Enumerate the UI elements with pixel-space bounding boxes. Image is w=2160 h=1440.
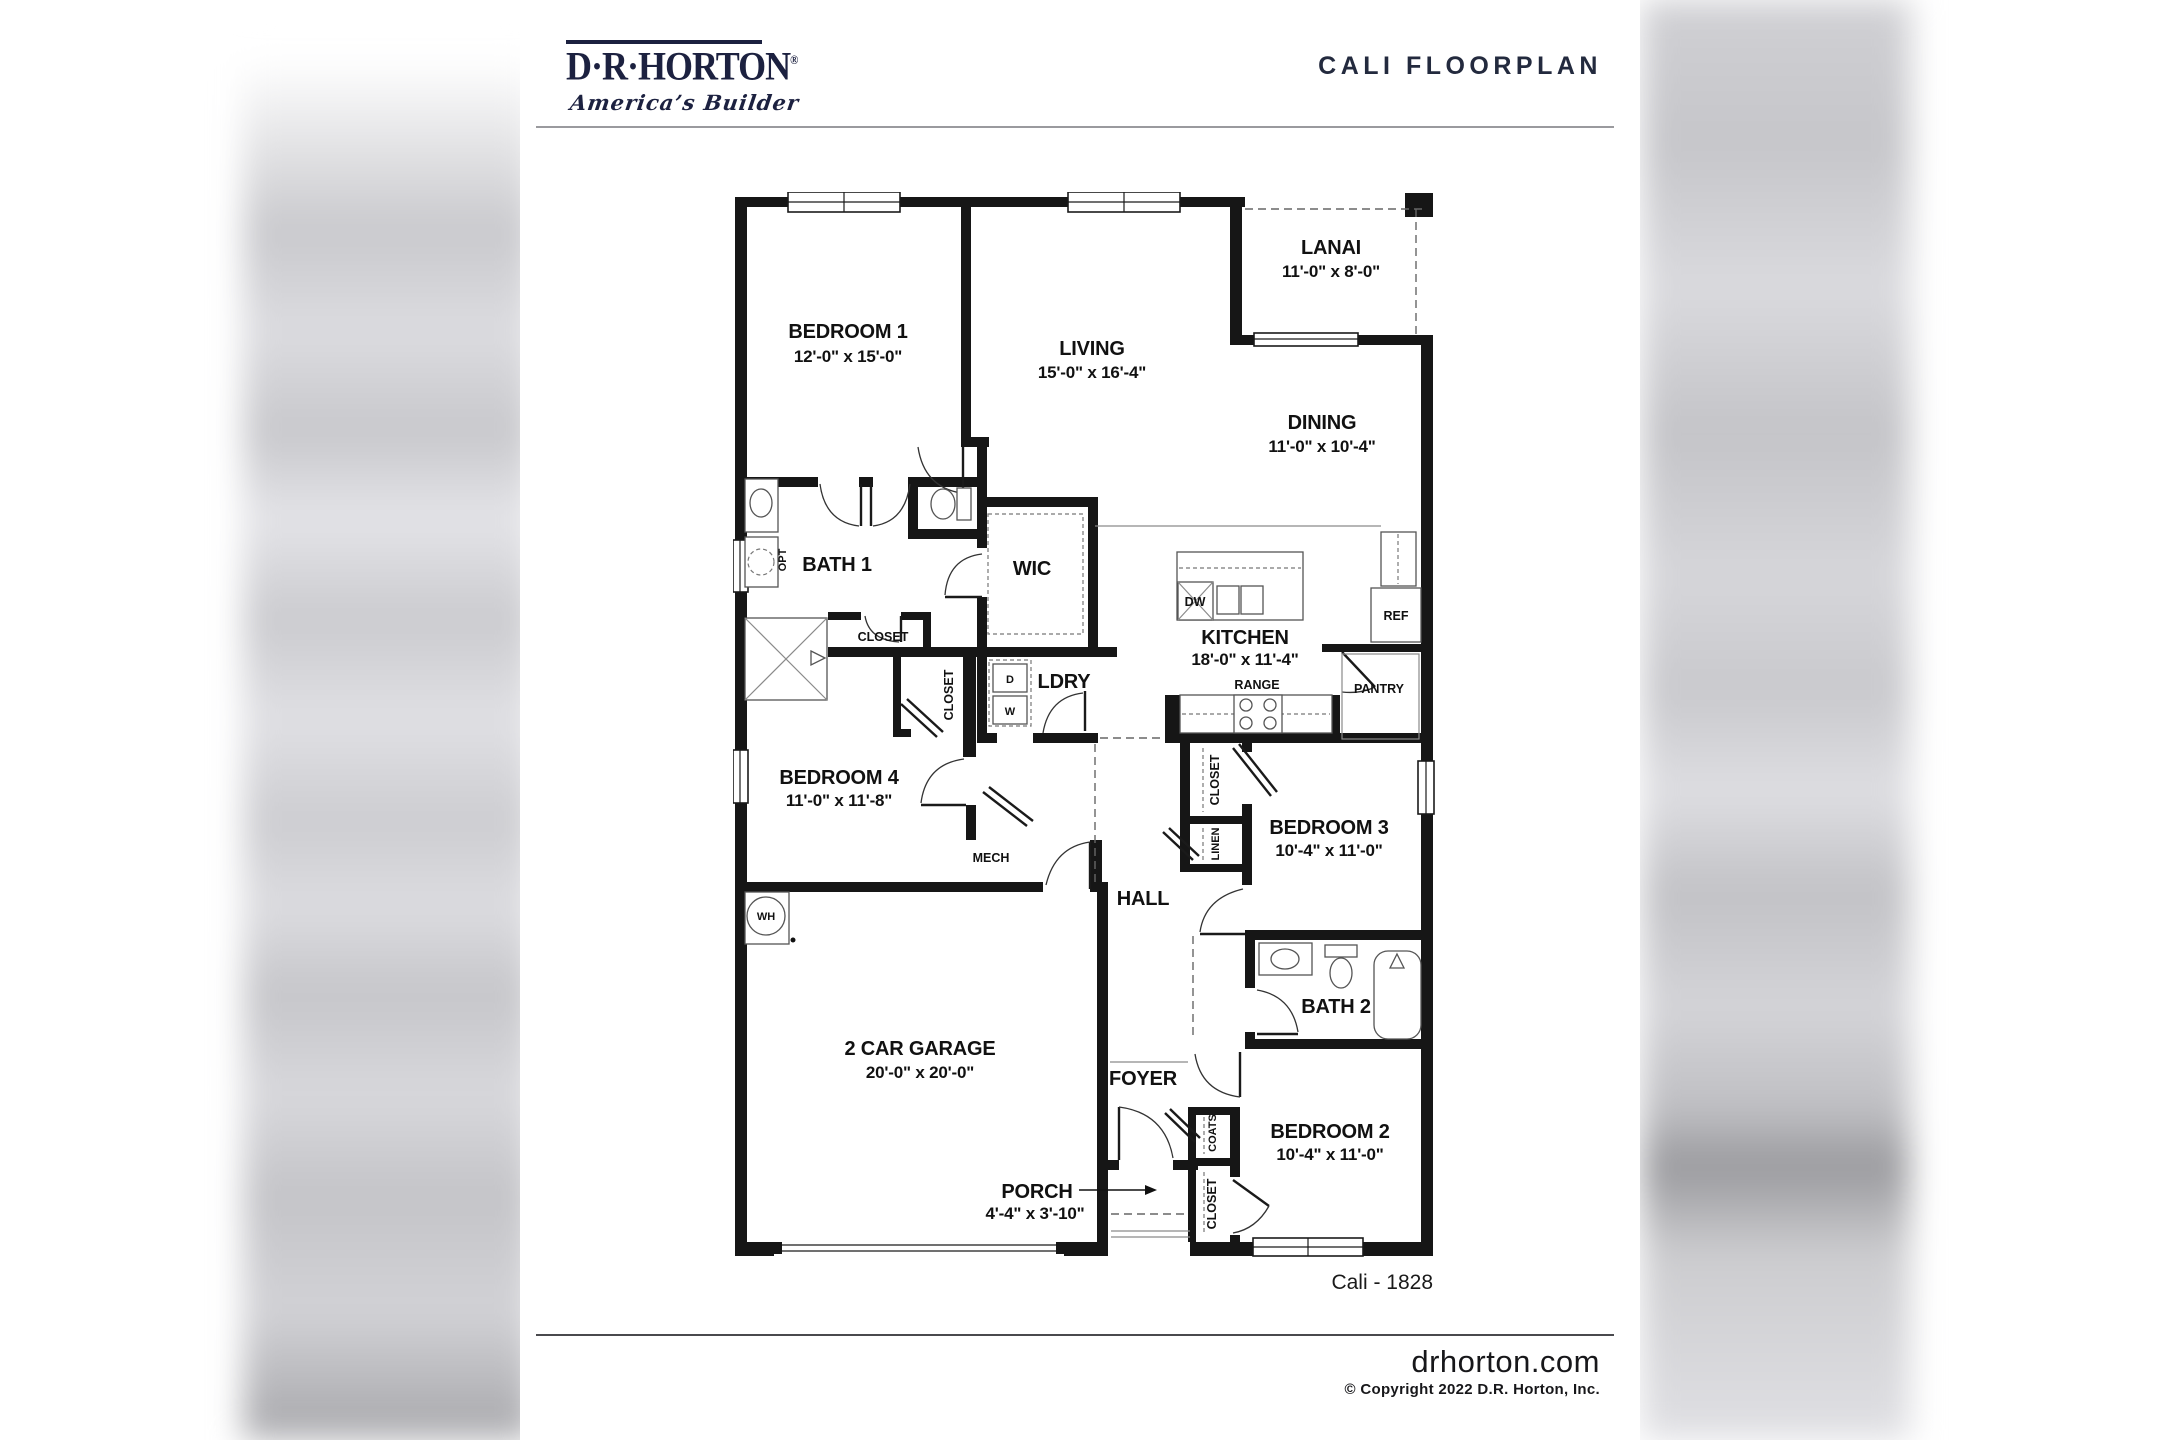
room-dims-dining: 11'-0" x 10'-4": [1268, 437, 1375, 456]
bath2-toilet: [1324, 944, 1358, 989]
bath2-sink: [1258, 942, 1313, 976]
water-heater: [744, 891, 796, 945]
kitchen-sink: [1216, 585, 1240, 615]
break-lines: [1094, 208, 1423, 1238]
shower-tub-fixture: [744, 617, 828, 701]
label-closet-hall: CLOSET: [1208, 754, 1222, 805]
kitchen-counter: [1179, 694, 1333, 734]
room-label-kitchen: KITCHEN: [1201, 627, 1289, 649]
footer-divider: [536, 1334, 1614, 1336]
kitchen-island: [1176, 551, 1304, 621]
room-label-living: LIVING: [1059, 338, 1124, 360]
oven-cabinet: [1380, 531, 1417, 587]
room-dims-bedroom1: 12'-0" x 15'-0": [794, 347, 902, 366]
room-label-bedroom4: BEDROOM 4: [779, 767, 899, 789]
page-title: CALI FLOORPLAN: [1318, 52, 1602, 80]
room-dims-bedroom3: 10'-4" x 11'-0": [1275, 841, 1382, 860]
room-label-ldry: LDRY: [1038, 671, 1092, 693]
website-url: drhorton.com: [1411, 1344, 1600, 1379]
windows: [733, 192, 1435, 1257]
room-dims-porch: 4'-4" x 3'-10": [986, 1204, 1085, 1223]
pantry-outline: [1341, 653, 1420, 740]
model-number: Cali - 1828: [1331, 1271, 1433, 1294]
label-closet-bedroom4: CLOSET: [942, 669, 956, 720]
registered-mark: ®: [790, 53, 798, 68]
room-label-bedroom3: BEDROOM 3: [1269, 817, 1388, 839]
room-label-bath2: BATH 2: [1301, 996, 1371, 1018]
bath1-sink: [749, 488, 773, 518]
logo-top-bar: [566, 40, 762, 44]
drhorton-logo: D·R·HORTON® America’s Builder: [566, 40, 801, 115]
bath2-tub: [1373, 950, 1422, 1040]
wic-shelving: [987, 513, 1084, 635]
room-label-hall: HALL: [1117, 888, 1170, 910]
room-dims-bedroom4: 11'-0" x 11'-8": [786, 791, 892, 810]
floorplan-page: D·R·HORTON® America’s Builder CALI FLOOR…: [520, 0, 1640, 1440]
label-wh: WH: [757, 911, 775, 923]
label-dw: DW: [1185, 595, 1206, 609]
room-label-mech: MECH: [973, 851, 1010, 865]
copyright-notice: © Copyright 2022 D.R. Horton, Inc.: [1344, 1381, 1600, 1398]
room-label-bedroom1: BEDROOM 1: [788, 321, 907, 343]
label-range: RANGE: [1234, 678, 1279, 692]
label-linen: LINEN: [1210, 827, 1222, 860]
room-label-bath1: BATH 1: [802, 554, 872, 576]
label-closet-bath1: CLOSET: [858, 630, 909, 644]
room-label-wic: WIC: [1013, 558, 1051, 580]
logo-tagline: America’s Builder: [568, 89, 801, 115]
label-closet-bedroom2: CLOSET: [1205, 1178, 1219, 1229]
label-pantry: PANTRY: [1354, 682, 1405, 696]
doors: [819, 446, 1376, 1234]
label-ref: REF: [1384, 609, 1409, 623]
toilet-fixture: [930, 487, 972, 521]
room-dims-living: 15'-0" x 16'-4": [1038, 363, 1146, 382]
label-dryer: D: [1006, 674, 1014, 686]
room-label-foyer: FOYER: [1109, 1068, 1178, 1090]
room-label-bedroom2: BEDROOM 2: [1270, 1121, 1389, 1143]
walls: [735, 193, 1433, 1256]
room-dims-bedroom2: 10'-4" x 11'-0": [1276, 1145, 1383, 1164]
room-labels: BEDROOM 1 12'-0" x 15'-0" LIVING 15'-0" …: [757, 237, 1433, 1294]
bath1-opt-fixture-box: [744, 536, 779, 588]
fixtures: [744, 478, 1422, 1195]
refrigerator: [1370, 587, 1422, 643]
blurred-photo-edge-right: [1642, 0, 1910, 1440]
room-label-porch: PORCH: [1001, 1181, 1072, 1203]
label-washer: W: [1005, 706, 1016, 718]
logo-brand-text: D·R·HORTON: [566, 43, 791, 89]
floorplan-drawing: BEDROOM 1 12'-0" x 15'-0" LIVING 15'-0" …: [733, 192, 1435, 1294]
room-dims-garage: 20'-0" x 20'-0": [866, 1063, 974, 1082]
logo-wordmark: D·R·HORTON®: [566, 43, 801, 89]
room-dims-kitchen: 18'-0" x 11'-4": [1191, 650, 1298, 669]
label-coats: COATS: [1207, 1114, 1219, 1152]
washer-dryer-stack: [988, 659, 1032, 727]
room-label-dining: DINING: [1288, 412, 1357, 434]
room-dims-lanai: 11'-0" x 8'-0": [1282, 262, 1380, 281]
header-divider: [536, 126, 1614, 128]
bath1-opt-fixture: [747, 548, 775, 576]
porch-arrow: [1079, 1185, 1157, 1195]
label-opt: OPT: [777, 548, 789, 571]
room-label-garage: 2 CAR GARAGE: [845, 1038, 996, 1060]
blurred-photo-edge-left: [243, 0, 533, 1440]
room-label-lanai: LANAI: [1301, 237, 1361, 259]
